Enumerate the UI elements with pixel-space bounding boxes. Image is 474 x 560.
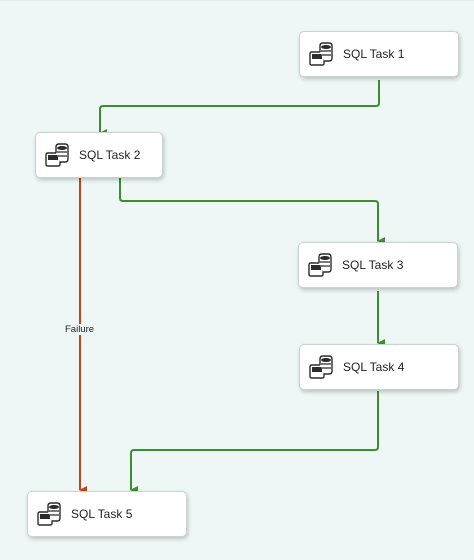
sql-task-icon (308, 40, 334, 68)
sql-task-icon (308, 353, 334, 381)
task-label: SQL Task 1 (343, 47, 405, 61)
task-label: SQL Task 5 (71, 507, 133, 521)
connector-task2-task3[interactable] (119, 174, 385, 245)
task-label: SQL Task 4 (343, 360, 405, 374)
failure-label: Failure (64, 324, 96, 335)
sql-task-icon (44, 141, 70, 169)
sql-task-5[interactable]: SQL Task 5 (27, 491, 187, 537)
sql-task-1[interactable]: SQL Task 1 (299, 31, 459, 77)
task-label: SQL Task 2 (79, 148, 141, 162)
sql-task-icon (36, 500, 62, 528)
sql-task-2[interactable]: SQL Task 2 (35, 132, 163, 178)
sql-task-4[interactable]: SQL Task 4 (299, 344, 459, 390)
sql-task-icon (307, 251, 333, 279)
task-label: SQL Task 3 (342, 258, 404, 272)
connector-task4-task5[interactable] (130, 391, 379, 494)
connector-task1-task2[interactable] (99, 80, 380, 137)
sql-task-3[interactable]: SQL Task 3 (298, 242, 458, 288)
